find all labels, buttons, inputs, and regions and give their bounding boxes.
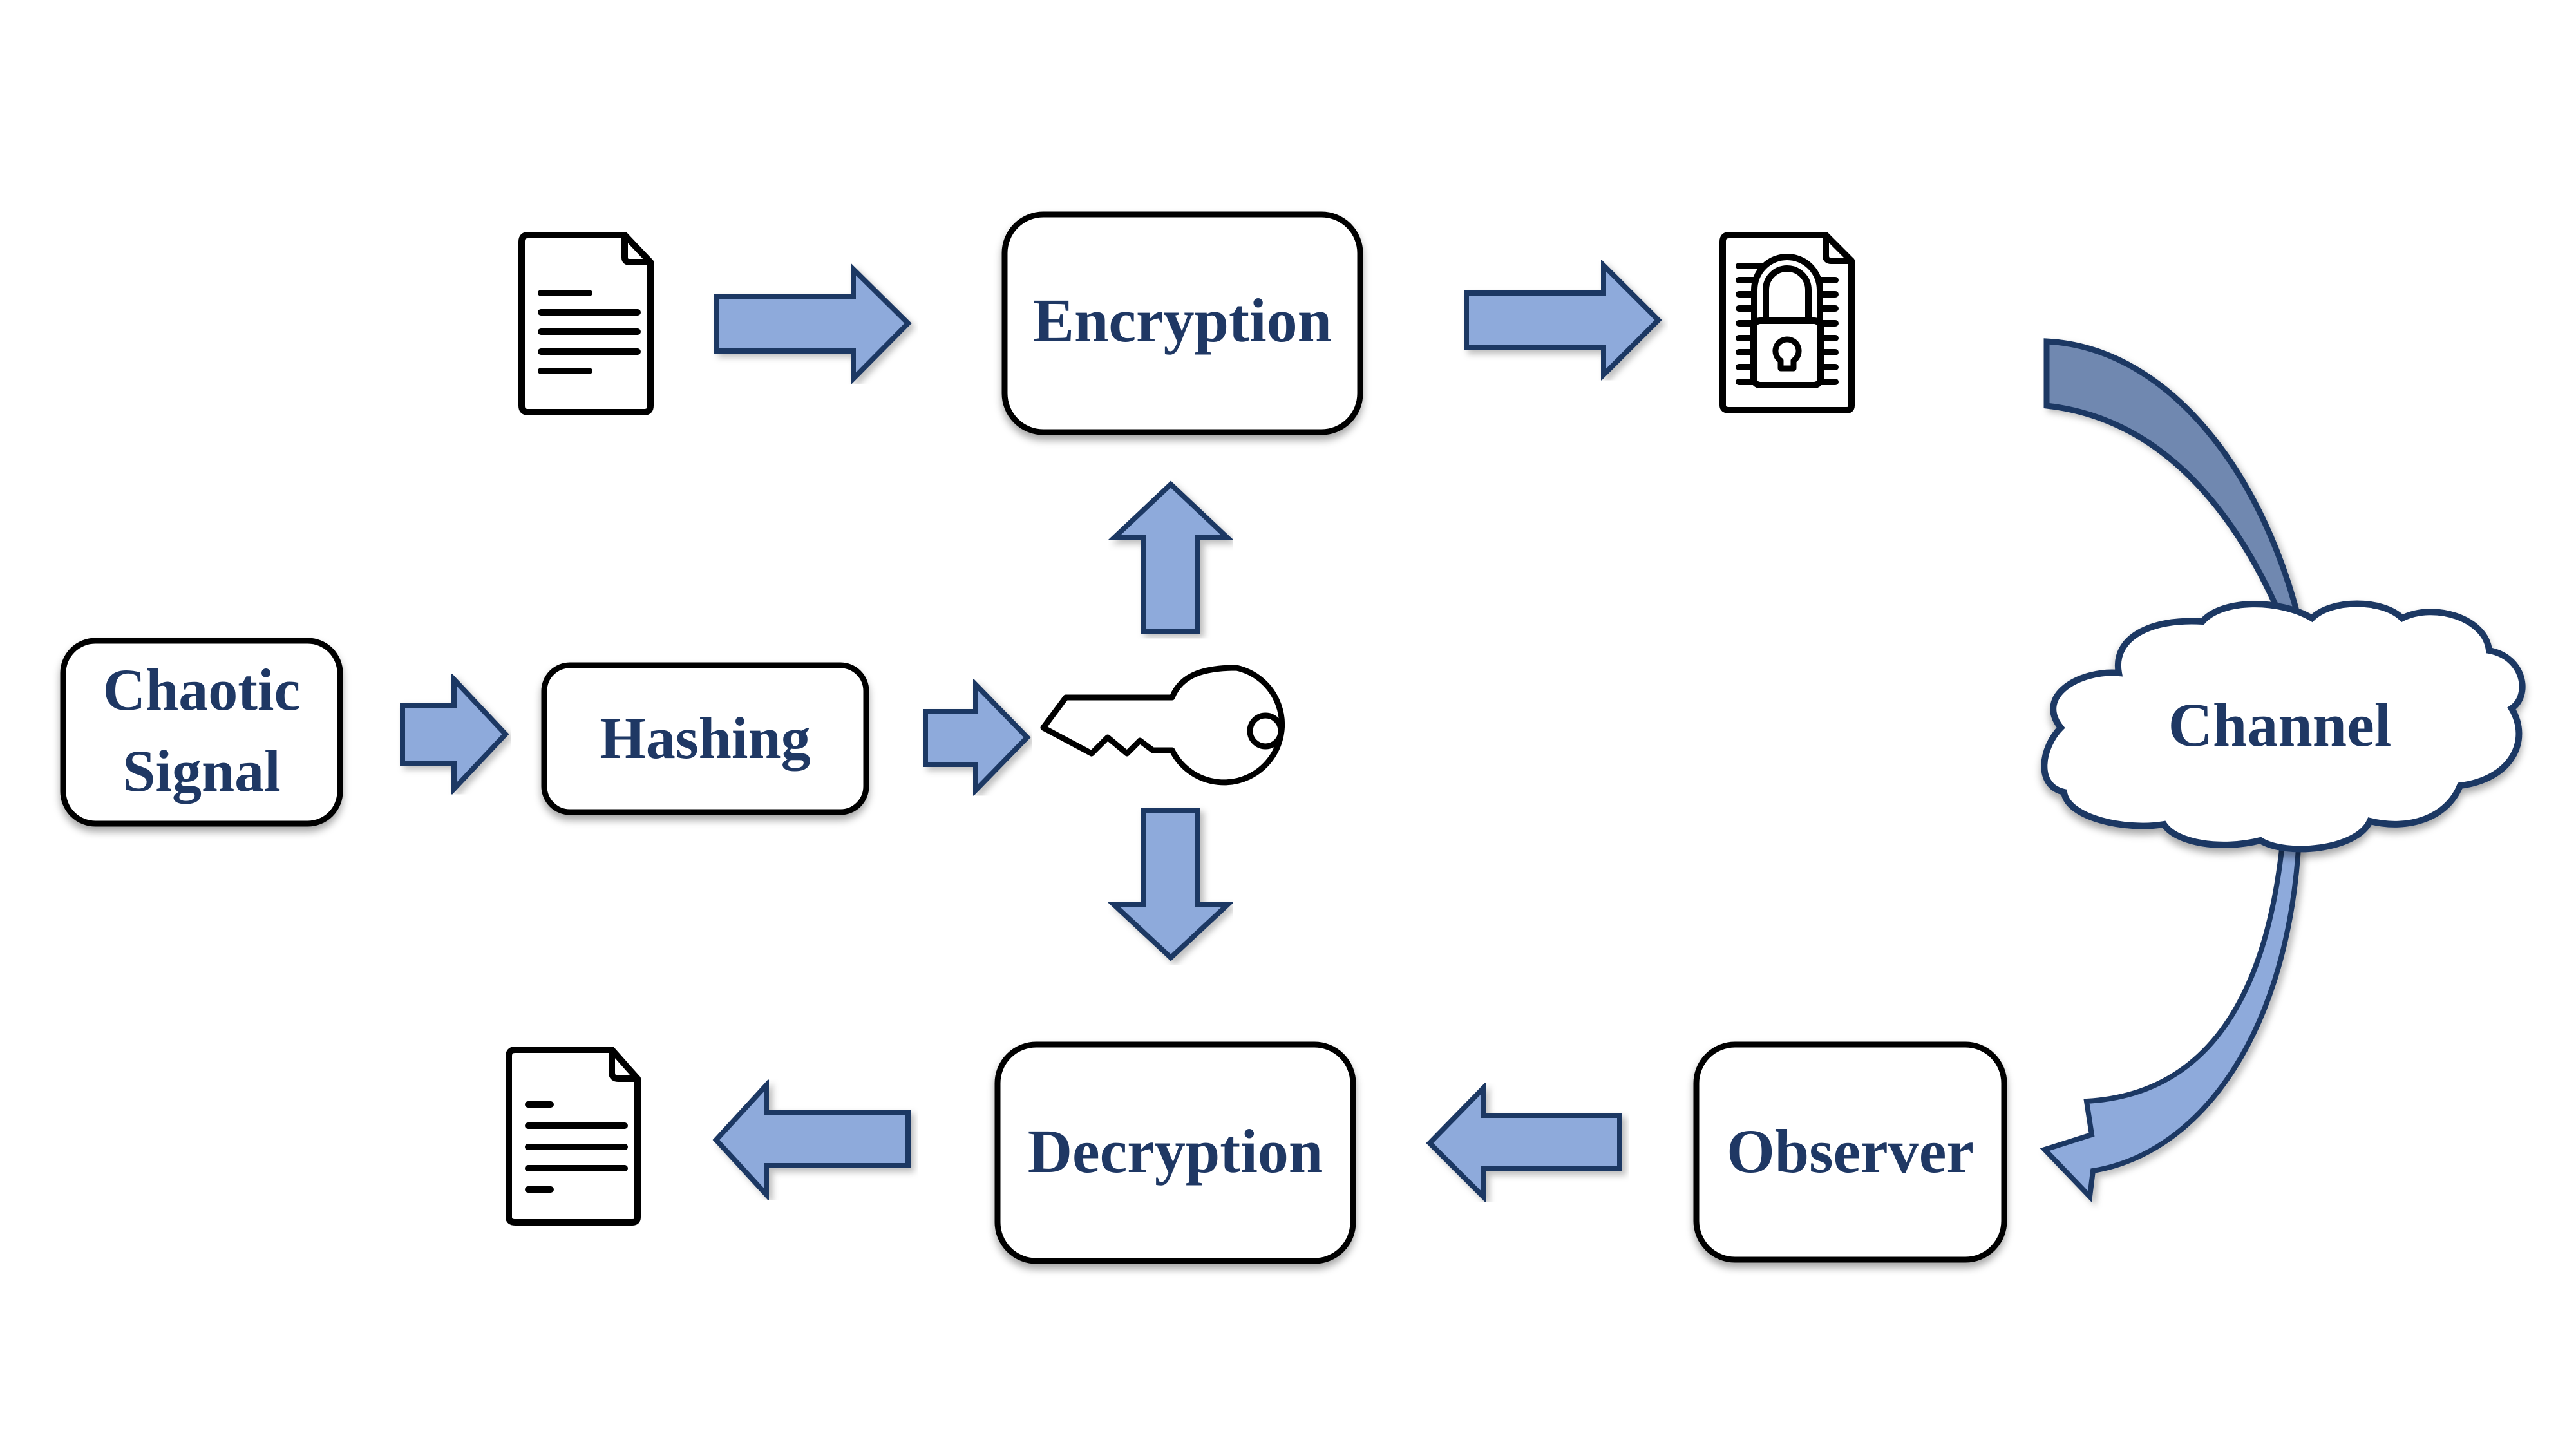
key-icon (1040, 665, 1285, 786)
document-output-icon (506, 1046, 641, 1226)
decryption-node: Decryption (994, 1041, 1356, 1264)
arrow-document-to-encryption (714, 263, 912, 385)
encryption-label: Encryption (1033, 286, 1332, 355)
arrow-hashing-to-key (923, 678, 1031, 797)
chaotic-signal-label-line2: Signal (122, 738, 280, 804)
channel-cloud: Channel (2041, 600, 2526, 853)
document-icon (518, 232, 654, 415)
observer-node: Observer (1693, 1041, 2007, 1263)
chaotic-signal-node: Chaotic Signal (60, 638, 343, 827)
arrow-chaotic-to-hashing (400, 672, 509, 796)
observer-label: Observer (1727, 1117, 1974, 1186)
hashing-node: Hashing (541, 662, 869, 815)
encryption-node: Encryption (1001, 211, 1363, 435)
chaotic-signal-label-line1: Chaotic (103, 657, 301, 723)
arrow-key-to-encryption (1107, 480, 1235, 634)
arrow-ciphertext-to-channel (2043, 338, 2306, 641)
encrypted-document-icon (1719, 232, 1855, 413)
decryption-label: Decryption (1028, 1117, 1323, 1186)
hashing-label: Hashing (600, 705, 810, 771)
channel-label: Channel (2168, 690, 2392, 759)
arrow-channel-to-observer (2040, 835, 2302, 1202)
arrow-decryption-to-document (712, 1078, 911, 1202)
arrow-key-to-decryption (1107, 808, 1235, 961)
arrow-encryption-to-ciphertext (1464, 259, 1662, 381)
arrow-observer-to-decryption (1426, 1082, 1622, 1203)
